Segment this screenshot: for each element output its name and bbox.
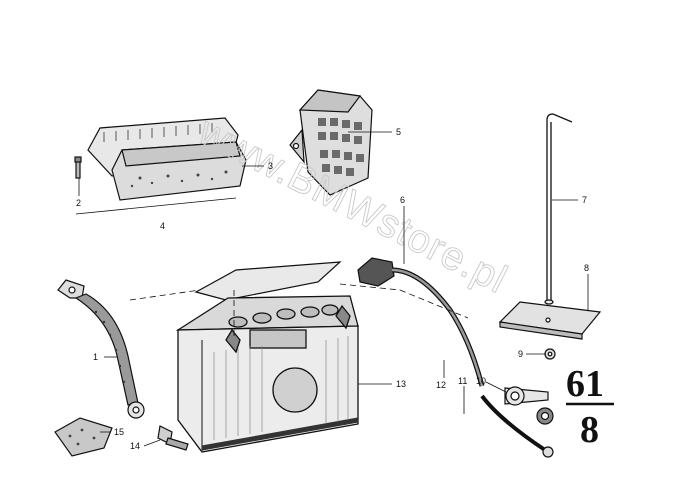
callout-1: 1	[93, 352, 98, 362]
callout-11: 11	[458, 376, 467, 386]
small-hardware	[504, 348, 556, 425]
section-number-bottom: 8	[580, 409, 599, 451]
battery-cover-sheet	[194, 261, 342, 301]
callout-12: 12	[436, 380, 446, 390]
ground-strap	[57, 279, 145, 419]
callout-9: 9	[518, 349, 523, 359]
hold-down-rod	[544, 113, 573, 305]
callout-14: 14	[130, 441, 140, 451]
bolt-and-pad	[54, 417, 189, 457]
leader-lines	[75, 131, 589, 447]
callout-13: 13	[396, 379, 406, 389]
fuse-box-assembly	[74, 117, 247, 201]
callout-4: 4	[160, 221, 165, 231]
callout-5: 5	[396, 127, 401, 137]
callout-labels: 1 2 3 4 5 6 7 8 9 10 11 12 13 14 15	[76, 127, 589, 451]
section-number: 61 8	[566, 363, 614, 451]
callout-7: 7	[582, 195, 587, 205]
callout-10: 10	[476, 376, 486, 386]
battery	[175, 295, 359, 453]
callout-15: 15	[114, 427, 124, 437]
section-number-top: 61	[566, 363, 604, 405]
relay-block	[289, 89, 373, 196]
assembly-lines	[129, 283, 469, 338]
fuse-pin	[74, 156, 82, 179]
callout-2: 2	[76, 198, 81, 208]
battery-cable-positive	[357, 257, 554, 458]
bracket-plate	[498, 301, 602, 340]
callout-6: 6	[400, 195, 405, 205]
callout-3: 3	[268, 161, 273, 171]
callout-8: 8	[584, 263, 589, 273]
